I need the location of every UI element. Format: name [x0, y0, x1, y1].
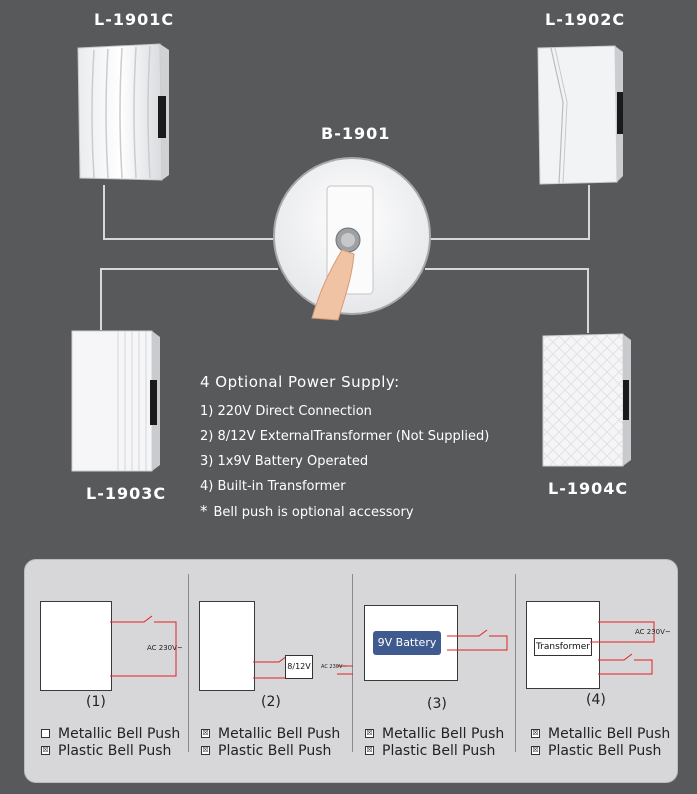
connector-line-left-bottom-vertical — [100, 268, 102, 330]
diagram-2-ac-label: AC 230V~ — [321, 664, 347, 670]
connector-line-right-top-vertical — [588, 185, 590, 240]
diagram-3-battery: 9V Battery — [373, 631, 441, 655]
diagram-2-transformer-box: 8/12V — [285, 655, 313, 679]
diagram-1-legend: Metallic Bell Push ☒Plastic Bell Push — [41, 726, 180, 760]
diagram-2-legend-plastic: ☒Plastic Bell Push — [201, 743, 332, 759]
diagram-1-number: (1) — [86, 694, 106, 710]
diagram-1-legend-metallic: Metallic Bell Push — [41, 726, 180, 743]
diagram-2-chime-box — [199, 601, 255, 691]
checkbox-checked-icon: ☒ — [365, 728, 374, 738]
checkbox-checked-icon: ☒ — [41, 745, 50, 755]
checkbox-checked-icon: ☒ — [365, 745, 374, 755]
diagram-3-wiring — [447, 629, 508, 651]
checkbox-empty-icon — [41, 728, 50, 738]
model-label-l1901c: L-1901C — [94, 10, 175, 29]
connector-line-left-top-horizontal — [103, 238, 278, 240]
doorbell-l1902c-image — [537, 45, 623, 185]
power-option-4: 4) Built-in Transformer — [200, 479, 346, 494]
diagram-4-legend-metallic: ☒Metallic Bell Push — [531, 726, 671, 742]
power-option-1: 1) 220V Direct Connection — [200, 404, 372, 419]
diagram-divider-2 — [352, 574, 353, 752]
diagram-4-wiring — [590, 621, 655, 675]
diagram-1-legend-plastic: ☒Plastic Bell Push — [41, 743, 172, 759]
wiring-diagrams-panel: AC 230V~ (1) Metallic Bell Push ☒Plastic… — [24, 559, 678, 783]
diagram-4-number: (4) — [586, 692, 606, 708]
model-label-l1904c: L-1904C — [548, 479, 629, 498]
checkbox-checked-icon: ☒ — [201, 728, 210, 738]
diagram-2-number: (2) — [261, 694, 281, 710]
connector-line-left-bottom-horizontal — [100, 268, 278, 270]
checkbox-checked-icon: ☒ — [531, 745, 540, 755]
diagram-divider-1 — [188, 574, 189, 752]
diagram-2-legend-metallic: ☒Metallic Bell Push — [201, 726, 341, 742]
power-note-text: Bell push is optional accessory — [213, 505, 414, 520]
connector-line-right-bottom-vertical — [587, 268, 589, 333]
diagram-3-legend: ☒Metallic Bell Push ☒Plastic Bell Push — [365, 726, 504, 760]
diagram-4-transformer-box: Transformer — [534, 638, 592, 656]
doorbell-l1903c-image — [71, 330, 160, 472]
diagram-3-legend-plastic: ☒Plastic Bell Push — [365, 743, 496, 759]
diagram-3-legend-metallic: ☒Metallic Bell Push — [365, 726, 505, 742]
diagram-1-wiring — [110, 615, 177, 677]
diagram-3-number: (3) — [427, 696, 447, 712]
connector-line-right-bottom-horizontal — [425, 268, 589, 270]
power-supply-info: 4 Optional Power Supply: 1) 220V Direct … — [200, 373, 489, 524]
diagram-divider-3 — [515, 574, 516, 752]
connector-line-right-top-horizontal — [425, 238, 590, 240]
diagram-4-ac-label: AC 230V~ — [635, 628, 671, 636]
checkbox-checked-icon: ☒ — [201, 745, 210, 755]
checkbox-checked-icon: ☒ — [531, 728, 540, 738]
power-note: * Bell push is optional accessory — [200, 499, 489, 524]
power-supply-title: 4 Optional Power Supply: — [200, 373, 400, 391]
model-label-l1902c: L-1902C — [545, 10, 626, 29]
power-option-2: 2) 8/12V ExternalTransformer (Not Suppli… — [200, 429, 490, 444]
diagram-4-legend-plastic: ☒Plastic Bell Push — [531, 743, 662, 759]
doorbell-l1904c-image — [542, 333, 631, 467]
doorbell-l1901c-image — [77, 43, 169, 181]
bell-push-b1901-image — [273, 157, 431, 321]
diagram-4-legend: ☒Metallic Bell Push ☒Plastic Bell Push — [531, 726, 670, 760]
power-option-3: 3) 1x9V Battery Operated — [200, 454, 369, 469]
diagram-2-legend: ☒Metallic Bell Push ☒Plastic Bell Push — [201, 726, 340, 760]
model-label-b1901: B-1901 — [321, 124, 391, 143]
diagram-1-ac-label: AC 230V~ — [147, 644, 183, 652]
model-label-l1903c: L-1903C — [86, 484, 167, 503]
asterisk-icon: * — [200, 502, 208, 520]
connector-line-left-top-vertical — [103, 185, 105, 240]
diagram-1-chime-box — [40, 601, 112, 691]
